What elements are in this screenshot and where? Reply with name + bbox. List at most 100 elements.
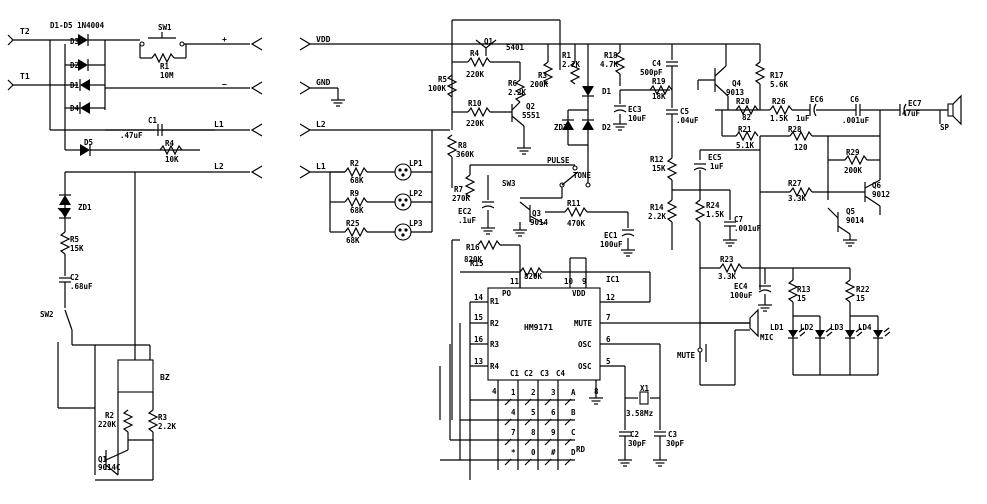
osc-c3-name: C3 <box>668 430 678 439</box>
tone-label: TONE <box>573 171 592 180</box>
r2-left-value: 220K <box>98 420 117 429</box>
q2-value: 5551 <box>522 111 541 120</box>
r5-left-name: R5 <box>70 235 79 244</box>
q4-name: Q4 <box>732 79 742 88</box>
bz-label: BZ <box>160 373 170 382</box>
ec5-name: EC5 <box>708 153 722 162</box>
mid-r1-value: 2.2K <box>562 60 581 69</box>
r19-name: R19 <box>652 77 666 86</box>
ec2-value: .1uF <box>458 216 477 225</box>
sw1-r1-value: 10M <box>160 71 174 80</box>
r23-name: R23 <box>720 255 734 264</box>
mid-r8-name: R8 <box>458 141 468 150</box>
r24-value: 1.5K <box>706 210 725 219</box>
terminal-t1: T1 <box>20 72 30 81</box>
r12-name: R12 <box>650 155 664 164</box>
key-6[interactable]: 6 <box>551 408 556 417</box>
key-d[interactable]: D <box>571 448 576 457</box>
r13-value: 15 <box>797 294 806 303</box>
lamp-r2-name: R2 <box>350 159 359 168</box>
ld4-label: LD4 <box>858 323 872 332</box>
ic-pin14: 14 <box>474 293 484 302</box>
r28-value: 120 <box>794 143 808 152</box>
ec7-name: EC7 <box>908 99 922 108</box>
key-1[interactable]: 1 <box>511 388 516 397</box>
lamp-r9-name: R9 <box>350 189 360 198</box>
c2-left-name: C2 <box>70 273 79 282</box>
r23-value: 3.3K <box>718 272 737 281</box>
lp3-label: LP3 <box>409 219 423 228</box>
key-7[interactable]: 7 <box>511 428 516 437</box>
r27-name: R27 <box>788 179 802 188</box>
left-vertical-chain: ZD1 R5 15K C2 .68uF SW2 <box>40 172 95 409</box>
c4-value: 500pF <box>640 68 663 77</box>
speech-network: R18 4.7K C4 500pF R19 18K EC3 10uF C5 .0… <box>440 43 762 360</box>
c7-name: C7 <box>734 215 743 224</box>
buzzer-box <box>117 359 154 393</box>
ic-name: HM9171 <box>524 323 553 332</box>
r29-name: R29 <box>846 148 860 157</box>
key-c[interactable]: C <box>571 428 576 437</box>
mid-r16-name: R16 <box>466 243 480 252</box>
c7-value: .001uF <box>734 224 762 233</box>
gnd-label: GND <box>316 78 331 87</box>
minus-label: − <box>222 80 227 89</box>
ic-vdd: VDD <box>572 289 586 298</box>
lamp-r2-value: 68K <box>350 176 364 185</box>
vdd-label: VDD <box>316 35 331 44</box>
ic-body <box>487 287 601 381</box>
sw3-label: SW3 <box>502 179 516 188</box>
r21-name: R21 <box>738 125 752 134</box>
r19-value: 18K <box>652 92 666 101</box>
r17-name: R17 <box>770 71 784 80</box>
ld2-label: LD2 <box>800 323 814 332</box>
ec4-name: EC4 <box>734 282 748 291</box>
ic-pin5: 5 <box>606 357 611 366</box>
sp-label: SP <box>940 123 950 132</box>
key-9[interactable]: 9 <box>551 428 556 437</box>
sw2-label: SW2 <box>40 310 54 319</box>
ringer-lamps: R2 68K R9 68K R25 68K LP1 LP2 LP3 <box>329 130 433 245</box>
mid-r4-name: R4 <box>470 49 480 58</box>
r18-name: R18 <box>604 51 618 60</box>
x1-value: 3.58Mz <box>626 409 653 418</box>
key-2[interactable]: 2 <box>531 388 536 397</box>
q1-mid-name: Q1 <box>484 37 494 46</box>
q4-value: 9013 <box>726 88 745 97</box>
lp2-label: LP2 <box>409 189 423 198</box>
ec1-name: EC1 <box>604 231 618 240</box>
key-b[interactable]: B <box>571 408 576 417</box>
key-4[interactable]: 4 <box>511 408 516 417</box>
key-a[interactable]: A <box>571 388 576 397</box>
q4-amp: Q4 9013 R17 5.6K R20 82 R26 1.5K EC6 1uF… <box>697 44 962 132</box>
ic-pin16: 16 <box>474 335 484 344</box>
mid-r6-value: 2.2K <box>508 88 527 97</box>
c6-value: .001uF <box>842 116 870 125</box>
ic-osc2: OSC <box>578 362 592 371</box>
ic-c2: C2 <box>524 369 533 378</box>
ic-r1: R1 <box>490 297 500 306</box>
key-8[interactable]: 8 <box>531 428 536 437</box>
key-star[interactable]: * <box>511 448 516 457</box>
line-connectors: + − VDD GND L1 L2 L2 L1 <box>65 35 450 179</box>
key-3[interactable]: 3 <box>551 388 556 397</box>
c4-name: C4 <box>652 59 662 68</box>
mid-r15-value: 820K <box>524 272 543 281</box>
ic-c4: C4 <box>556 369 566 378</box>
q5-q6-amp: R21 5.1K R28 120 R29 200K R27 3.3K Q6 90… <box>721 110 890 290</box>
r26-name: R26 <box>772 97 786 106</box>
d2-mid-label: D2 <box>602 123 611 132</box>
osc-c3-value: 30pF <box>666 439 685 448</box>
zd2-label: ZD2 <box>554 123 568 132</box>
key-hash[interactable]: # <box>551 448 556 457</box>
mid-r4-value: 220K <box>466 70 485 79</box>
r2-left-name: R2 <box>105 411 114 420</box>
d5-label: D5 <box>84 138 93 147</box>
key-0[interactable]: 0 <box>531 448 536 457</box>
key-5[interactable]: 5 <box>531 408 536 417</box>
ic-pin15: 15 <box>474 313 483 322</box>
ld3-label: LD3 <box>830 323 844 332</box>
ec7-value: 47uF <box>902 109 921 118</box>
q3-value: 9014 <box>530 218 549 227</box>
sw3-pulse-contact <box>572 165 578 171</box>
